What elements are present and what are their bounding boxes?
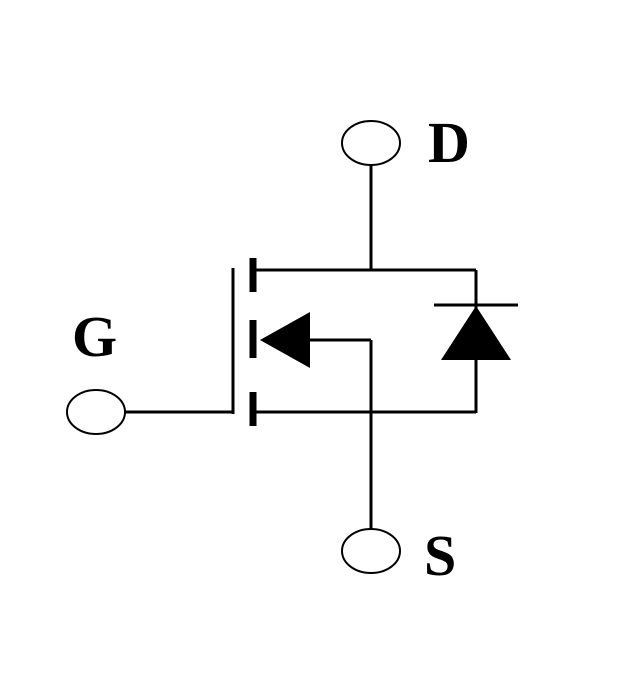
diode-triangle-icon: [441, 306, 511, 360]
drain-label: D: [428, 110, 470, 175]
source-label: S: [424, 523, 456, 588]
gate-label: G: [72, 304, 117, 369]
gate-terminal: [66, 389, 126, 435]
drain-terminal: [341, 120, 401, 166]
body-arrow-icon: [260, 312, 310, 368]
source-terminal: [341, 528, 401, 574]
